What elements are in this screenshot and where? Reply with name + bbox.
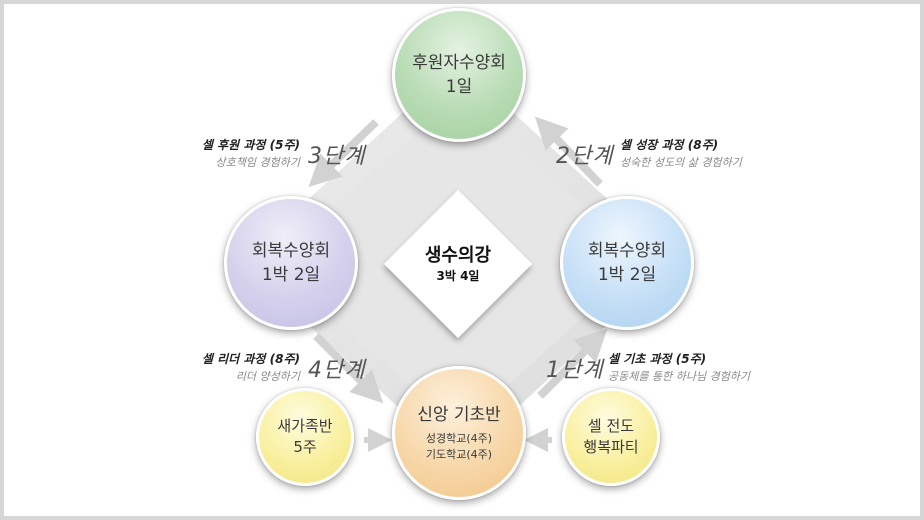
node-cell-evangelism: 셀 전도 행복파티 (562, 388, 660, 486)
arrow-4-step (313, 333, 384, 404)
node-right-recovery-retreat: 회복수양회 1박 2일 (560, 196, 694, 330)
node-left-duration: 1박 2일 (261, 265, 321, 285)
stage3-course-subtitle: 상호책임 경험하기 (215, 156, 300, 169)
stage3-course-title: 셀 후원 과정 (5주) (201, 138, 300, 152)
stage2-label: 2단계 (556, 144, 614, 169)
node-top-title: 후원자수양회 (412, 53, 506, 73)
diagram-frame: 생수의강 3박 4일 후원자수양회 1일 회복수양회 1박 2일 회복수양회 1… (4, 4, 920, 516)
stage1-label: 1단계 (546, 358, 604, 383)
stage2-course-subtitle: 성숙한 성도의 삶 경험하기 (620, 156, 742, 169)
node-new-family-title: 새가족반 (277, 417, 333, 435)
node-right-title: 회복수양회 (587, 241, 667, 261)
stage4-course-title: 셀 리더 과정 (8주) (201, 352, 300, 366)
node-bottom-prayer-school: 기도학교(4주) (425, 448, 493, 461)
arrow-2-step (534, 116, 603, 187)
center-title: 생수의강 (424, 245, 492, 266)
node-new-family-class: 새가족반 5주 (256, 388, 354, 486)
node-left-title: 회복수양회 (251, 241, 331, 261)
node-bottom-bible-school: 성경학교(4주) (425, 432, 493, 445)
stage4-label: 4단계 (308, 358, 366, 383)
node-top-sponsor-retreat: 후원자수양회 1일 (392, 8, 526, 142)
node-left-recovery-retreat: 회복수양회 1박 2일 (224, 196, 358, 330)
node-evangelism-subtitle: 행복파티 (583, 438, 639, 456)
node-right-duration: 1박 2일 (597, 265, 657, 285)
arrow-1-step (537, 328, 608, 399)
stage1-course-title: 셀 기초 과정 (5주) (608, 352, 707, 366)
node-bottom-title: 신앙 기초반 (417, 405, 501, 425)
stage3-label: 3단계 (308, 144, 366, 169)
node-top-duration: 1일 (445, 77, 473, 97)
node-evangelism-title: 셀 전도 (587, 417, 635, 435)
center-diamond: 생수의강 3박 4일 (383, 189, 533, 339)
node-new-family-duration: 5주 (293, 438, 317, 456)
center-subtitle: 3박 4일 (436, 269, 480, 283)
node-bottom-faith-basics: 신앙 기초반 성경학교(4주) 기도학교(4주) (392, 366, 526, 500)
stage1-course-subtitle: 공동체를 통한 하나님 경험하기 (608, 370, 751, 383)
stage2-course-title: 셀 성장 과정 (8주) (620, 138, 719, 152)
arrow-3-step (308, 119, 379, 188)
stage4-course-subtitle: 리더 양성하기 (235, 370, 300, 383)
